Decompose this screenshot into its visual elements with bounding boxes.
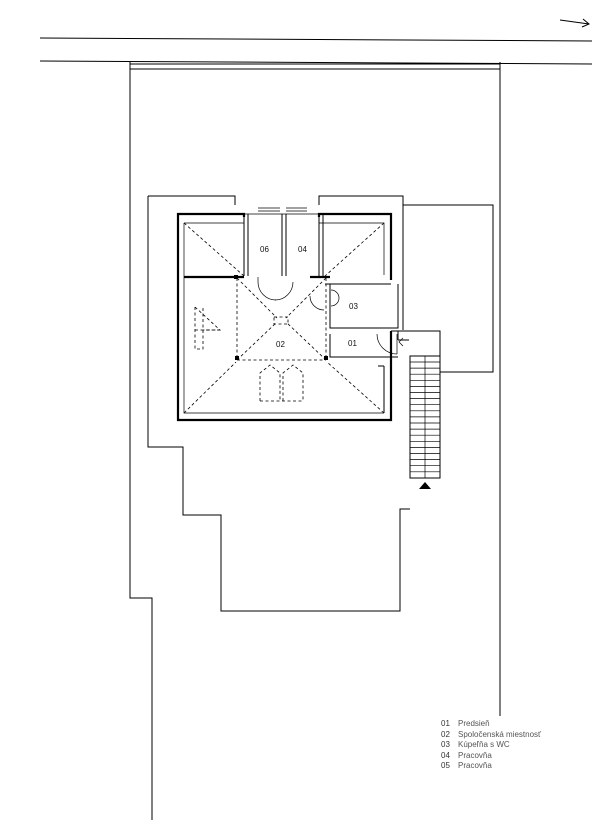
interior-walls <box>184 214 399 358</box>
roof-lines <box>183 222 385 414</box>
wall-markers <box>234 275 328 360</box>
room-label-02: 02 <box>276 340 285 349</box>
room-label-06: 06 <box>260 245 269 254</box>
plot-boundary <box>129 62 501 820</box>
room-label-04: 04 <box>298 245 307 254</box>
street-line <box>39 37 593 42</box>
exterior-stair <box>409 355 441 479</box>
entrance-path <box>397 330 441 372</box>
door-swings <box>257 277 398 355</box>
house-walls <box>176 207 393 422</box>
room-label-03: 03 <box>349 302 358 311</box>
north-arrow-icon <box>559 18 590 28</box>
terrace-outline <box>147 195 494 612</box>
room-label-01: 01 <box>348 339 357 348</box>
triangle-up-icon <box>419 482 431 489</box>
